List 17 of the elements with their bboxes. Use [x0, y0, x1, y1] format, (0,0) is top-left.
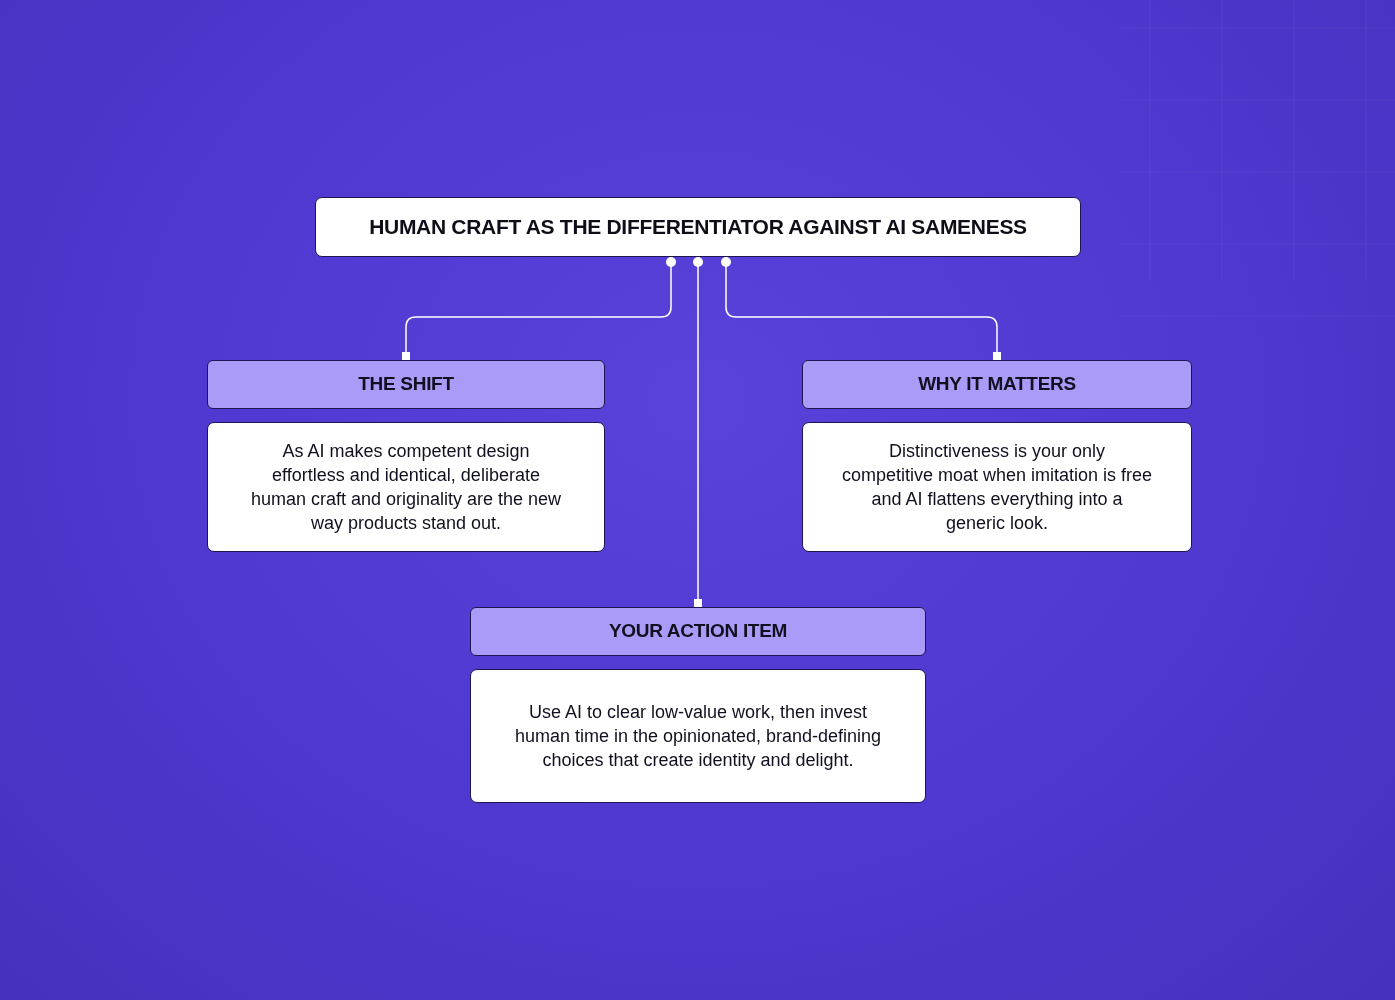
title-box: [315, 197, 1081, 257]
section-header-bar: [207, 360, 605, 409]
connector-line: [721, 256, 1001, 361]
section-header-bar: [470, 607, 926, 656]
section-header-text: YOUR ACTION ITEM: [608, 619, 788, 644]
description-card: [802, 422, 1192, 552]
description-card: [207, 422, 605, 552]
description-text: As AI makes competent design effortless and identical, deliberate human craft and originality are the new way products stand out.: [249, 440, 563, 535]
description-text: Distinctiveness is your only competitive moat when imitation is free and AI flattens everything into a generic look.: [841, 440, 1153, 535]
connector-line: [402, 256, 676, 361]
description-card: [470, 669, 926, 803]
connector-line: [693, 256, 703, 608]
title-text: HUMAN CRAFT AS THE DIFFERENTIATOR AGAINST AI SAMENESS: [369, 214, 1027, 241]
description-text: Use AI to clear low-value work, then invest human time in the opinionated, brand-defining choices that create identity and delight.: [513, 701, 883, 772]
section-header-text: THE SHIFT: [358, 372, 454, 397]
section-header-text: WHY IT MATTERS: [918, 372, 1076, 397]
section-header-bar: [802, 360, 1192, 409]
